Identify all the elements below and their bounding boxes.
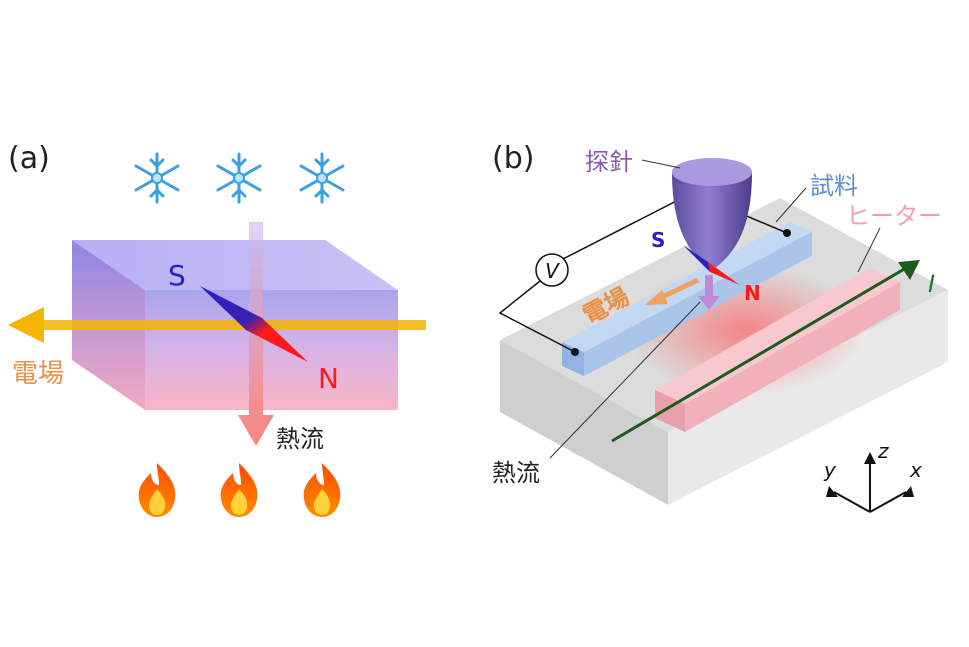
- south-label-b: S: [651, 228, 665, 252]
- axis-triad: [826, 452, 914, 513]
- north-label: N: [318, 362, 339, 395]
- sample-label: 試料: [810, 172, 858, 200]
- compass-needle-b: [683, 245, 740, 285]
- leader-lines: [549, 159, 881, 459]
- axis-z-label: z: [877, 439, 889, 463]
- snowflake-icon: [134, 152, 180, 204]
- heat-label: 熱流: [276, 425, 324, 453]
- block-front-face: [145, 290, 398, 410]
- north-label-b: N: [744, 281, 761, 305]
- heat-flow-arrow-b: [698, 275, 720, 310]
- axis-x-label: x: [909, 458, 922, 482]
- heater-label: ヒーター: [846, 202, 942, 230]
- probe-tip: [672, 158, 752, 270]
- snowflake-icon: [216, 152, 262, 204]
- panel-a-tag: (a): [8, 141, 50, 176]
- compass-needle: [200, 286, 308, 362]
- panel-b: (b) I: [492, 141, 948, 513]
- panel-a: (a): [8, 141, 426, 517]
- current-line: [611, 260, 920, 443]
- fire-icon: [303, 463, 341, 517]
- heater-bar: [655, 268, 900, 432]
- field-label: 電場: [12, 359, 64, 389]
- electric-field-arrow: [8, 307, 426, 343]
- substrate-right: [668, 290, 948, 505]
- probe-label: 探針: [585, 148, 633, 176]
- flame-row: [138, 463, 341, 517]
- electric-field-arrow-b: [645, 277, 700, 305]
- block-top-face: [72, 240, 398, 290]
- fire-icon: [138, 463, 176, 517]
- snowflake-row: [134, 152, 345, 204]
- axis-y-label: y: [823, 458, 837, 482]
- voltmeter-label: V: [545, 259, 560, 283]
- south-label: S: [168, 259, 186, 292]
- fire-icon: [220, 463, 258, 517]
- snowflake-icon: [299, 152, 345, 204]
- heat-label-b: 熱流: [492, 459, 540, 487]
- panel-b-tag: (b): [492, 141, 534, 176]
- current-label: I: [928, 270, 935, 298]
- voltmeter-icon: [535, 253, 569, 287]
